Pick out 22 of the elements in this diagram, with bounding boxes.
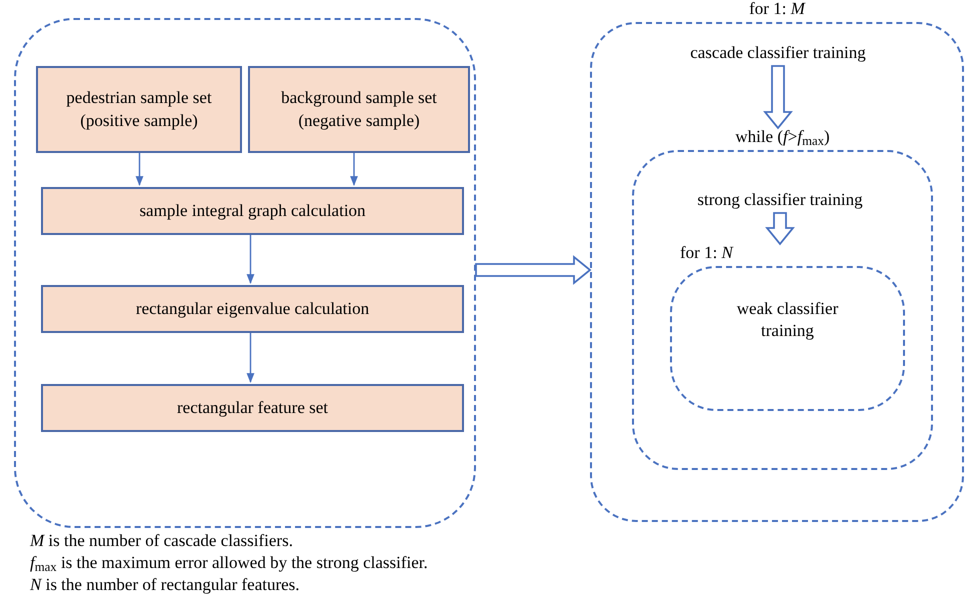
process-box: background sample set (negative sample) [248, 66, 470, 153]
process-box: rectangular eigenvalue calculation [41, 285, 464, 333]
note-text: M is the number of cascade classifiers. [30, 530, 294, 552]
note-text: f$_{max}$ is the maximum error allowed by the strong classifier. [30, 552, 428, 574]
process-box: pedestrian sample set (positive sample) [36, 66, 242, 153]
step-label: strong classifier training [670, 187, 890, 213]
hollow-arrow [763, 65, 793, 130]
process-box: sample integral graph calculation [41, 187, 464, 235]
note-text: N is the number of rectangular features. [30, 574, 301, 596]
step-label: weak classifier training [736, 298, 840, 342]
arrow [136, 151, 144, 186]
loop-heading: for 1: N [680, 244, 733, 261]
arrow [246, 233, 254, 284]
step-label: cascade classifier training [668, 40, 888, 66]
loop-heading: while (f>f$_{max}$) [735, 128, 830, 145]
arrow [246, 331, 254, 383]
dashed-container [14, 18, 476, 528]
process-box: rectangular feature set [41, 384, 464, 432]
hollow-arrow [475, 255, 592, 285]
loop-heading: for 1: M [749, 0, 805, 17]
arrow [350, 151, 358, 186]
hollow-arrow [765, 212, 795, 246]
